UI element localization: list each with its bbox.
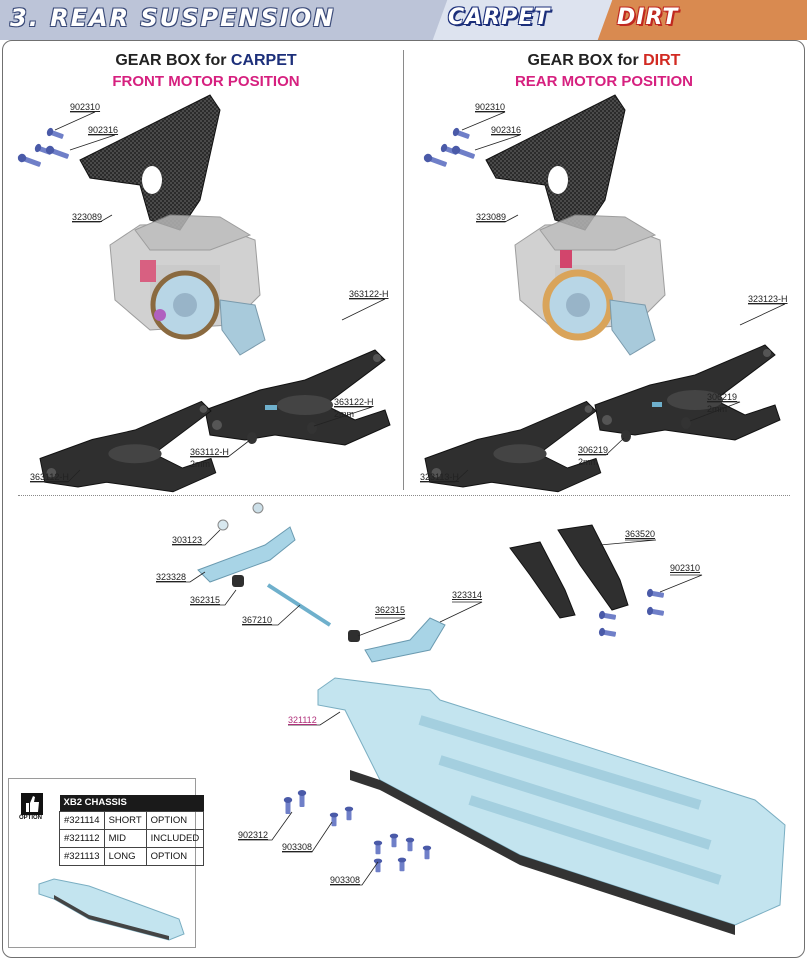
label-902310-left: 902310 <box>70 102 101 112</box>
option-table-header: XB2 CHASSIS <box>59 795 204 811</box>
leader-lines <box>30 111 786 886</box>
section-title: 3. REAR SUSPENSION <box>10 4 336 32</box>
chassis-option-table: XB2 CHASSIS #321114 SHORT OPTION #321112… <box>59 795 205 866</box>
thumbs-up-icon <box>21 793 43 815</box>
label-363122-left: 363122-H <box>349 289 389 299</box>
dirt-tag: DIRT <box>617 5 679 30</box>
label-363122b-left: 363122-H <box>334 397 374 407</box>
chassis-thumbnail <box>38 878 185 941</box>
label-321112: 321112 <box>288 715 317 725</box>
option-box: OPTION XB2 CHASSIS #321114 SHORT OPTION … <box>8 778 205 948</box>
label-902316-left: 902316 <box>88 125 119 135</box>
label-902316-right: 902316 <box>491 125 522 135</box>
label-363112-left: 363112-H <box>190 447 229 457</box>
right-shock-tower <box>485 94 626 231</box>
page-header: 3. REAR SUSPENSION CARPET DIRT <box>0 0 807 40</box>
right-panel-subtitle: REAR MOTOR POSITION <box>514 73 694 90</box>
right-panel-title: GEAR BOX for DIRT <box>527 52 681 69</box>
label-903308b: 903308 <box>330 875 361 885</box>
chassis-screws-902312 <box>283 790 307 814</box>
label-363520: 363520 <box>625 529 656 539</box>
label-323123-right: 323123-H <box>748 294 788 304</box>
label-323113-right: 323113-H <box>420 472 459 482</box>
chassis-screws-903308 <box>329 806 432 873</box>
left-panel-subtitle: FRONT MOTOR POSITION <box>112 73 300 90</box>
option-label: OPTION <box>19 815 43 821</box>
label-902310-right: 902310 <box>475 102 506 112</box>
wing-mount-left <box>509 541 576 619</box>
table-row: #321112 MID INCLUDED <box>59 828 205 848</box>
label-363112-size: 2mm <box>190 459 210 469</box>
chassis-plate <box>317 677 786 926</box>
wing-mount-right <box>557 524 629 611</box>
label-306219-right: 306219 <box>707 392 738 402</box>
label-303123: 303123 <box>172 535 203 545</box>
label-363122b-size: 2mm <box>334 409 354 419</box>
label-903308: 903308 <box>282 842 313 852</box>
panel-divider-horizontal <box>18 495 790 496</box>
label-323314: 323314 <box>452 590 483 600</box>
left-shock-tower <box>79 94 221 231</box>
label-362315b: 362315 <box>375 605 406 615</box>
label-902310-bottom: 902310 <box>670 563 701 573</box>
rear-upper-holder <box>197 526 296 583</box>
table-row: #321113 LONG OPTION <box>59 846 205 866</box>
label-323089-right: 323089 <box>476 212 507 222</box>
label-367210: 367210 <box>242 615 273 625</box>
table-row: #321114 SHORT OPTION <box>59 810 205 830</box>
carpet-tag: CARPET <box>448 5 551 30</box>
label-323328: 323328 <box>156 572 187 582</box>
label-306219b-size: 2mm <box>578 457 598 467</box>
label-362315: 362315 <box>190 595 221 605</box>
rear-lower-holder <box>364 617 446 663</box>
page-frame <box>2 40 805 958</box>
panel-divider-vertical <box>403 50 404 490</box>
left-panel-title: GEAR BOX for CARPET <box>115 52 297 69</box>
label-902312: 902312 <box>238 830 269 840</box>
label-323089-left: 323089 <box>72 212 103 222</box>
left-gearbox <box>109 214 261 331</box>
label-363112b-left: 363112-H <box>30 472 69 482</box>
label-306219-size: 2mm <box>707 404 727 414</box>
label-306219b-right: 306219 <box>578 445 609 455</box>
